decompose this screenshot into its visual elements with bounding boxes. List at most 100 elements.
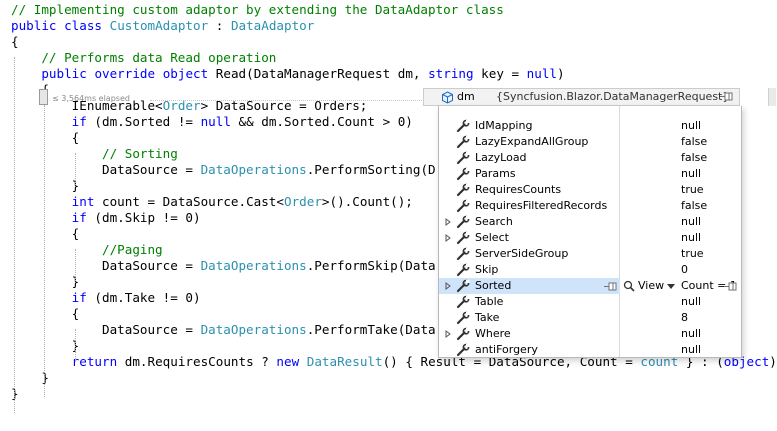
indent-guide (14, 57, 15, 413)
datatip-property-name: Skip (475, 263, 499, 276)
triangle-right-icon[interactable] (444, 218, 452, 226)
code-token-plain: } (11, 370, 49, 385)
code-line[interactable]: // Performs data Read operation (11, 50, 276, 66)
code-token-plain: DataSource = (11, 258, 201, 273)
datatip-property-name: antiForgery (475, 343, 538, 356)
code-line[interactable]: } (11, 338, 80, 354)
pin-icon[interactable] (720, 92, 734, 101)
code-line[interactable]: if (dm.Sorted != null && dm.Sorted.Count… (11, 114, 413, 130)
wrench-icon (456, 215, 470, 229)
code-token-type: Order (162, 98, 201, 113)
datatip-value-cell[interactable]: false (620, 150, 741, 166)
datatip-row-skip[interactable]: Skip 0 (439, 262, 741, 278)
datatip-value-cell[interactable]: null (620, 214, 741, 230)
code-token-keyword: public (41, 66, 87, 81)
code-line[interactable]: { (11, 226, 80, 242)
code-token-plain: : (208, 18, 231, 33)
triangle-right-icon[interactable] (444, 282, 452, 290)
perf-tip-elapsed[interactable]: ≤ 3,564ms elapsed (52, 94, 130, 103)
code-token-plain: { (11, 34, 19, 49)
code-line[interactable]: } (11, 274, 80, 290)
code-token-keyword: object (162, 66, 209, 81)
datatip-value-cell[interactable]: null (620, 326, 741, 342)
chevron-down-icon[interactable] (667, 284, 675, 289)
datatip-value-cell[interactable]: false (620, 134, 741, 150)
datatip-row-serversidegroup[interactable]: ServerSideGroup true (439, 246, 741, 262)
datatip-value-cell[interactable]: null (620, 230, 741, 246)
code-line[interactable]: if (dm.Skip != 0) (11, 210, 201, 226)
code-token-keyword: string (428, 66, 474, 81)
indent-guide (75, 153, 76, 185)
datatip-value-cell[interactable]: 8 (620, 310, 741, 326)
code-token-plain (11, 66, 41, 81)
datatip-row-antiforgery[interactable]: antiForgery null (439, 342, 741, 358)
code-line[interactable]: public override object Read(DataManagerR… (11, 66, 564, 82)
code-line[interactable]: // Implementing custom adaptor by extend… (11, 2, 504, 18)
datatip-property-name: Params (475, 167, 516, 180)
datatip-column-divider (619, 106, 620, 357)
code-line[interactable]: { (11, 130, 80, 146)
datatip-property-name: IdMapping (475, 119, 533, 132)
code-token-plain: ) (769, 354, 777, 369)
wrench-icon (456, 279, 470, 293)
editor-scrollbar-edge[interactable] (768, 88, 776, 106)
code-line[interactable]: { (11, 306, 80, 322)
datatip-row-idmapping[interactable]: IdMapping null (439, 118, 741, 134)
code-line[interactable]: { (11, 34, 19, 50)
code-line[interactable]: // Sorting (11, 146, 178, 162)
code-line[interactable]: DataSource = DataOperations.PerformSorti… (11, 162, 436, 178)
code-token-plain: count = DataSource.Cast< (94, 194, 284, 209)
code-token-keyword: if (71, 114, 87, 129)
code-token-plain (11, 114, 72, 129)
code-line[interactable]: if (dm.Take != 0) (11, 290, 201, 306)
code-line[interactable]: IEnumerable<Order> DataSource = Orders; (11, 98, 368, 114)
datatip-row-search[interactable]: Search null (439, 214, 741, 230)
pin-icon[interactable] (724, 282, 738, 291)
datatip-value-cell[interactable]: false (620, 198, 741, 214)
brace-highlight (39, 89, 48, 105)
code-token-type: Order (283, 194, 322, 209)
code-token-plain: IEnumerable< (11, 98, 163, 113)
code-token-comment: //Paging (11, 242, 163, 257)
code-line[interactable]: } (11, 178, 80, 194)
datatip-header[interactable]: dm {Syncfusion.Blazor.DataManagerRequest… (423, 88, 740, 106)
datatip-property-value: false (681, 135, 708, 148)
datatip-value-cell[interactable]: true (620, 182, 741, 198)
code-token-plain: (dm.Skip != 0) (86, 210, 201, 225)
code-token-keyword: public (11, 18, 57, 33)
datatip-value-cell[interactable]: null (620, 294, 741, 310)
datatip-row-params[interactable]: Params null (439, 166, 741, 182)
code-line[interactable]: int count = DataSource.Cast<Order>().Cou… (11, 194, 413, 210)
datatip-value-cell[interactable]: null (620, 118, 741, 134)
code-token-plain (11, 194, 72, 209)
code-line[interactable]: DataSource = DataOperations.PerformTake(… (11, 322, 436, 338)
wrench-icon (456, 247, 470, 261)
code-line[interactable]: } (11, 370, 49, 386)
datatip-property-name: Search (475, 215, 513, 228)
code-token-plain (57, 18, 65, 33)
pin-icon[interactable] (604, 282, 618, 291)
datatip-value-cell[interactable]: 0 (620, 262, 741, 278)
datatip-property-name: ServerSideGroup (475, 247, 569, 260)
datatip-value-cell[interactable]: null (620, 166, 741, 182)
code-line[interactable]: DataSource = DataOperations.PerformSkip(… (11, 258, 436, 274)
code-line[interactable]: public class CustomAdaptor : DataAdaptor (11, 18, 314, 34)
datatip-value-cell[interactable]: null (620, 342, 741, 358)
datatip-value-cell[interactable]: true (620, 246, 741, 262)
datatip-variable-value[interactable]: {Syncfusion.Blazor.DataManagerRequest} (496, 90, 730, 103)
triangle-right-icon[interactable] (444, 330, 452, 338)
code-line[interactable]: //Paging (11, 242, 163, 258)
triangle-right-icon[interactable] (444, 234, 452, 242)
code-token-type: DataOperations (200, 162, 307, 177)
